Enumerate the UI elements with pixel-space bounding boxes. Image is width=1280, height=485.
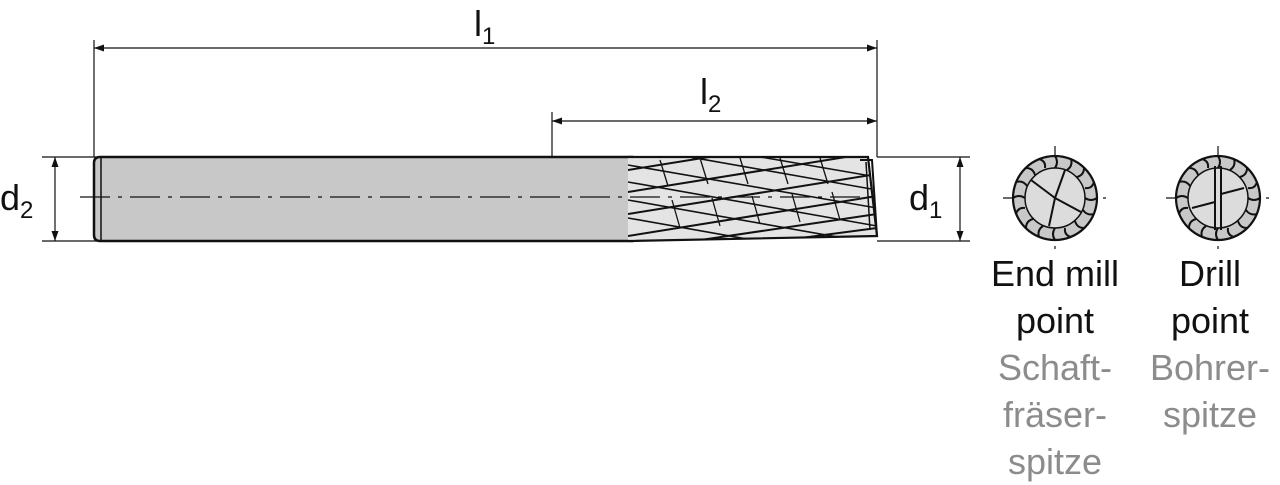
d1-label: d1 [909,177,942,224]
end-mill-teeth [1012,155,1098,241]
drill-point-caption: Drill point Bohrer- spitze [1135,250,1280,438]
l1-label: l1 [474,3,495,50]
drill-point-view [1166,146,1270,250]
drill-de-line2: spitze [1162,394,1258,435]
tool-shank [92,155,634,243]
end-mill-de-line2: fräser- [1002,394,1107,435]
drill-teeth [1175,155,1261,241]
cutting-head [627,155,879,243]
end-mill-de-line1: Schaft- [997,347,1113,388]
tooth-marks [659,157,841,229]
end-mill-de-line3: spitze [1007,441,1103,482]
l2-label: l2 [700,71,721,118]
end-mill-point-view [1003,146,1107,250]
end-mill-point-caption: End mill point Schaft- fräser- spitze [960,250,1150,485]
end-mill-en-line2: point [1015,300,1095,341]
drill-de-line1: Bohrer- [1149,347,1271,388]
drill-en-line1: Drill [1179,253,1241,294]
drill-en-line2: point [1170,300,1250,341]
end-mill-en-line1: End mill [990,253,1120,294]
d2-label: d2 [0,177,33,224]
